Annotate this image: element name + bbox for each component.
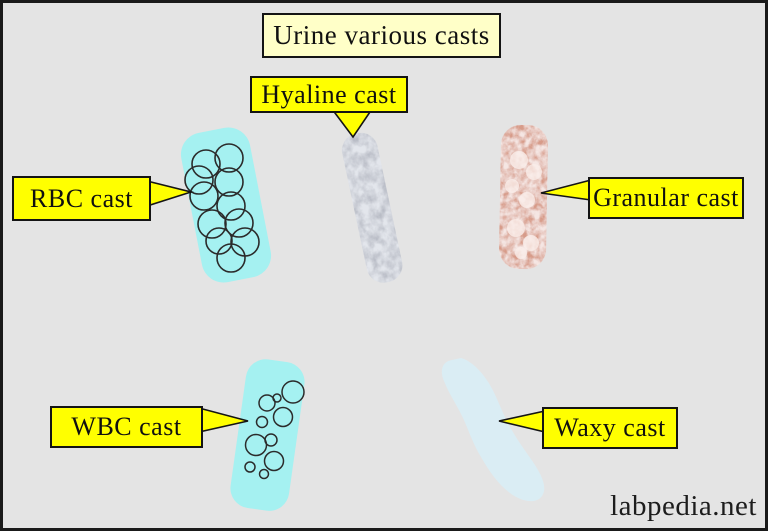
waxy-cast-illustration: [441, 358, 545, 502]
label-hyaline-cast-text: Hyaline cast: [261, 79, 397, 109]
label-hyaline-cast: Hyaline cast: [250, 76, 408, 113]
casts-artwork: [146, 108, 592, 511]
hyaline-cast-illustration: [341, 132, 403, 283]
granular-granules: [505, 151, 542, 259]
label-waxy-cast-text: Waxy cast: [554, 413, 666, 442]
wbc-cast-illustration: [230, 359, 305, 511]
diagram-title: Urine various casts: [262, 13, 501, 58]
label-rbc-cast-text: RBC cast: [30, 183, 133, 213]
granular-cast-illustration: [499, 124, 548, 270]
label-wbc-cast-text: WBC cast: [71, 412, 182, 441]
label-granular-cast: Granular cast: [588, 177, 744, 219]
rbc-circles: [184, 143, 260, 273]
wbc-circles: [244, 380, 305, 480]
label-granular-cast-text: Granular cast: [593, 183, 739, 212]
granular-pointer: [540, 178, 592, 201]
label-pointers: [146, 108, 592, 434]
label-waxy-cast: Waxy cast: [542, 407, 678, 449]
diagram-title-text: Urine various casts: [273, 20, 490, 50]
label-rbc-cast: RBC cast: [12, 176, 151, 221]
hyaline-pointer: [330, 108, 374, 139]
rbc-pointer: [146, 179, 194, 208]
watermark-text: labpedia.net: [610, 490, 757, 522]
rbc-cast-illustration: [180, 127, 272, 283]
watermark: labpedia.net: [610, 490, 757, 523]
label-wbc-cast: WBC cast: [50, 406, 203, 448]
